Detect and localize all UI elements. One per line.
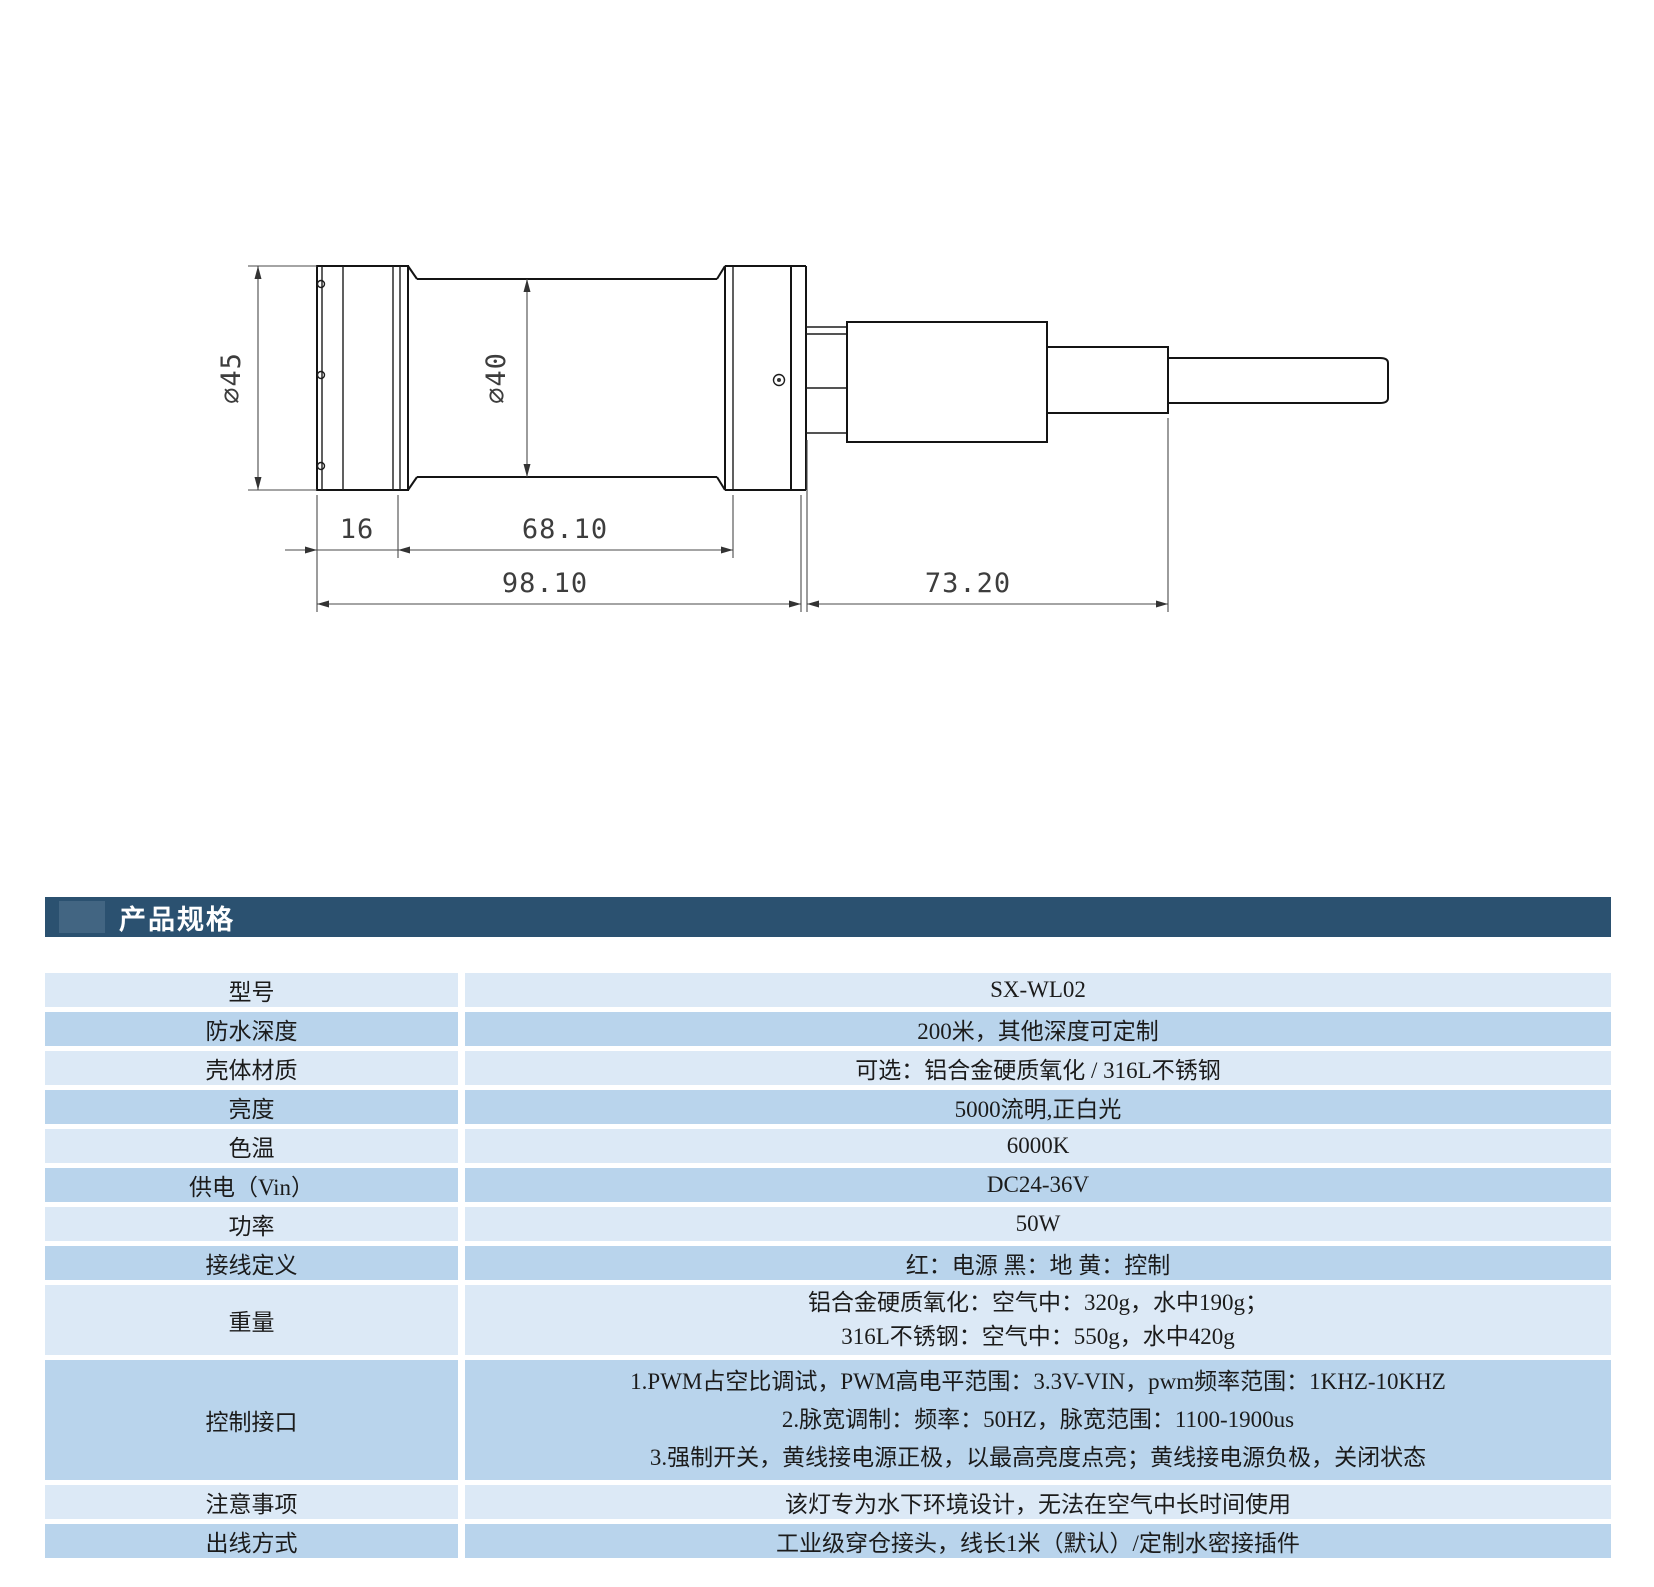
rear-cap-outline: [724, 265, 807, 491]
row-label: 注意事项: [45, 1485, 458, 1519]
row-value: 1.PWM占空比调试，PWM高电平范围：3.3V-VIN，pwm频率范围：1KH…: [465, 1360, 1611, 1480]
dimension-dia40: ∅40: [481, 279, 531, 477]
row-value: 铝合金硬质氧化：空气中：320g，水中190g； 316L不锈钢：空气中：550…: [465, 1285, 1611, 1355]
cable-gland-outline: [806, 321, 1169, 443]
row-value: 50W: [465, 1207, 1611, 1241]
lamp-barrel-outline: [407, 265, 726, 491]
cap-screw: [772, 373, 786, 387]
row-value: SX-WL02: [465, 973, 1611, 1007]
table-row-weight: 重量 铝合金硬质氧化：空气中：320g，水中190g； 316L不锈钢：空气中：…: [45, 1285, 1611, 1355]
row-value: 该灯专为水下环境设计，无法在空气中长时间使用: [465, 1485, 1611, 1519]
section-title-bar: 产品规格: [45, 897, 1611, 937]
row-label: 功率: [45, 1207, 458, 1241]
dimension-73: 73.20: [806, 418, 1169, 612]
dim-label-73: 73.20: [925, 568, 1011, 599]
cable-outline: [1168, 357, 1389, 404]
row-label: 色温: [45, 1129, 458, 1163]
table-row-control-interface: 控制接口 1.PWM占空比调试，PWM高电平范围：3.3V-VIN，pwm频率范…: [45, 1360, 1611, 1480]
title-accent-square: [59, 901, 105, 933]
table-row-model: 型号 SX-WL02: [45, 973, 1611, 1007]
dim-label-16: 16: [340, 514, 375, 545]
row-value: 5000流明,正白光: [465, 1090, 1611, 1124]
table-row-power-supply: 供电（Vin） DC24-36V: [45, 1168, 1611, 1202]
row-label: 型号: [45, 973, 458, 1007]
row-label: 接线定义: [45, 1246, 458, 1280]
dimension-98: 98.10: [317, 495, 802, 612]
dim-label-dia45: ∅45: [216, 352, 247, 404]
row-value: 工业级穿仓接头，线长1米（默认）/定制水密接插件: [465, 1524, 1611, 1558]
row-value: 6000K: [465, 1129, 1611, 1163]
bezel-notch: [316, 461, 326, 471]
dim-label-98: 98.10: [502, 568, 588, 599]
table-row-brightness: 亮度 5000流明,正白光: [45, 1090, 1611, 1124]
bezel-notch: [316, 370, 326, 380]
lamp-head-outline: [316, 265, 409, 491]
technical-drawing: ∅45 ∅40 16 68.10 98.10 73.20: [216, 265, 1389, 612]
section-title: 产品规格: [119, 904, 235, 935]
row-value: 200米，其他深度可定制: [465, 1012, 1611, 1046]
table-row-wiring: 接线定义 红：电源 黑：地 黄：控制: [45, 1246, 1611, 1280]
row-label: 出线方式: [45, 1524, 458, 1558]
table-row-notes: 注意事项 该灯专为水下环境设计，无法在空气中长时间使用: [45, 1485, 1611, 1519]
row-value: DC24-36V: [465, 1168, 1611, 1202]
dimension-16-68: 16 68.10: [285, 495, 734, 612]
table-row-cable-exit: 出线方式 工业级穿仓接头，线长1米（默认）/定制水密接插件: [45, 1524, 1611, 1558]
table-row-power: 功率 50W: [45, 1207, 1611, 1241]
table-row-depth: 防水深度 200米，其他深度可定制: [45, 1012, 1611, 1046]
cap-screw-center: [777, 378, 781, 382]
row-label: 控制接口: [45, 1360, 458, 1480]
dim-label-68: 68.10: [522, 514, 608, 545]
row-label: 供电（Vin）: [45, 1168, 458, 1202]
row-value: 红：电源 黑：地 黄：控制: [465, 1246, 1611, 1280]
bezel-notch: [316, 279, 326, 289]
row-label: 亮度: [45, 1090, 458, 1124]
row-label: 防水深度: [45, 1012, 458, 1046]
spec-table: 型号 SX-WL02 防水深度 200米，其他深度可定制 壳体材质 可选：铝合金…: [45, 973, 1611, 1563]
dimension-dia45: ∅45: [216, 265, 317, 491]
dim-label-dia40: ∅40: [481, 352, 512, 404]
row-label: 壳体材质: [45, 1051, 458, 1085]
row-label: 重量: [45, 1285, 458, 1355]
table-row-color-temp: 色温 6000K: [45, 1129, 1611, 1163]
row-value: 可选：铝合金硬质氧化 / 316L不锈钢: [465, 1051, 1611, 1085]
table-row-material: 壳体材质 可选：铝合金硬质氧化 / 316L不锈钢: [45, 1051, 1611, 1085]
